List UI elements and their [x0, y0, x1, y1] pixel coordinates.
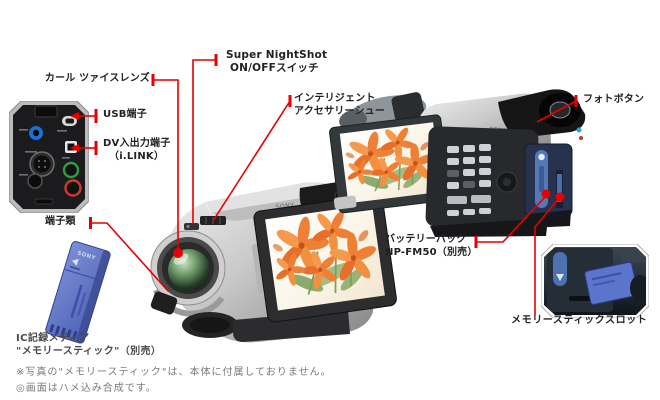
nightshot-switch: [184, 223, 199, 230]
rear-control-panel: [425, 126, 539, 230]
memory-stick-edge: [557, 174, 562, 202]
label-dv-terminal: DV入出力端子 （i.LINK）: [103, 138, 171, 162]
battery-pack: [524, 143, 573, 217]
label-photo-button: フォトボタン: [583, 94, 645, 105]
lcd-screen-rear: [329, 114, 451, 214]
footnote-composite-screen: ◎画面はハメ込み合成です。: [16, 383, 157, 394]
label-battery-pack: バッテリーパック NP-FM50（別売）: [385, 234, 478, 258]
headphone-jack: [62, 161, 80, 179]
label-accessory-shoe: インテリジェント アクセサリーシュー: [294, 93, 386, 117]
mic-jack: [27, 173, 43, 189]
jack-cover: [150, 291, 178, 315]
memory-stick-photo: SONY: [45, 241, 111, 344]
label-memory-stick-slot: メモリースティックスロット: [511, 315, 648, 326]
label-carl-zeiss-lens: カール ツァイスレンズ: [44, 73, 150, 84]
terminal-panel-photo: [9, 101, 89, 213]
av-jack: [64, 179, 82, 197]
footnote-memory-stick: ※写真の"メモリースティック"は、本体に付属しておりません。: [16, 367, 332, 378]
label-usb-terminal: USB端子: [103, 109, 147, 120]
caption-ic-media: IC記録メディア "メモリースティック"（別売）: [16, 333, 162, 357]
label-terminals: 端子類: [45, 216, 76, 227]
label-nightshot-switch: Super NightShot ON/OFFスイッチ: [226, 49, 328, 74]
sony-logo: SONY: [76, 251, 96, 262]
memory-stick-slot-photo: [541, 244, 649, 318]
tape-port: [34, 105, 58, 118]
lcd-screen-front: [251, 194, 397, 323]
